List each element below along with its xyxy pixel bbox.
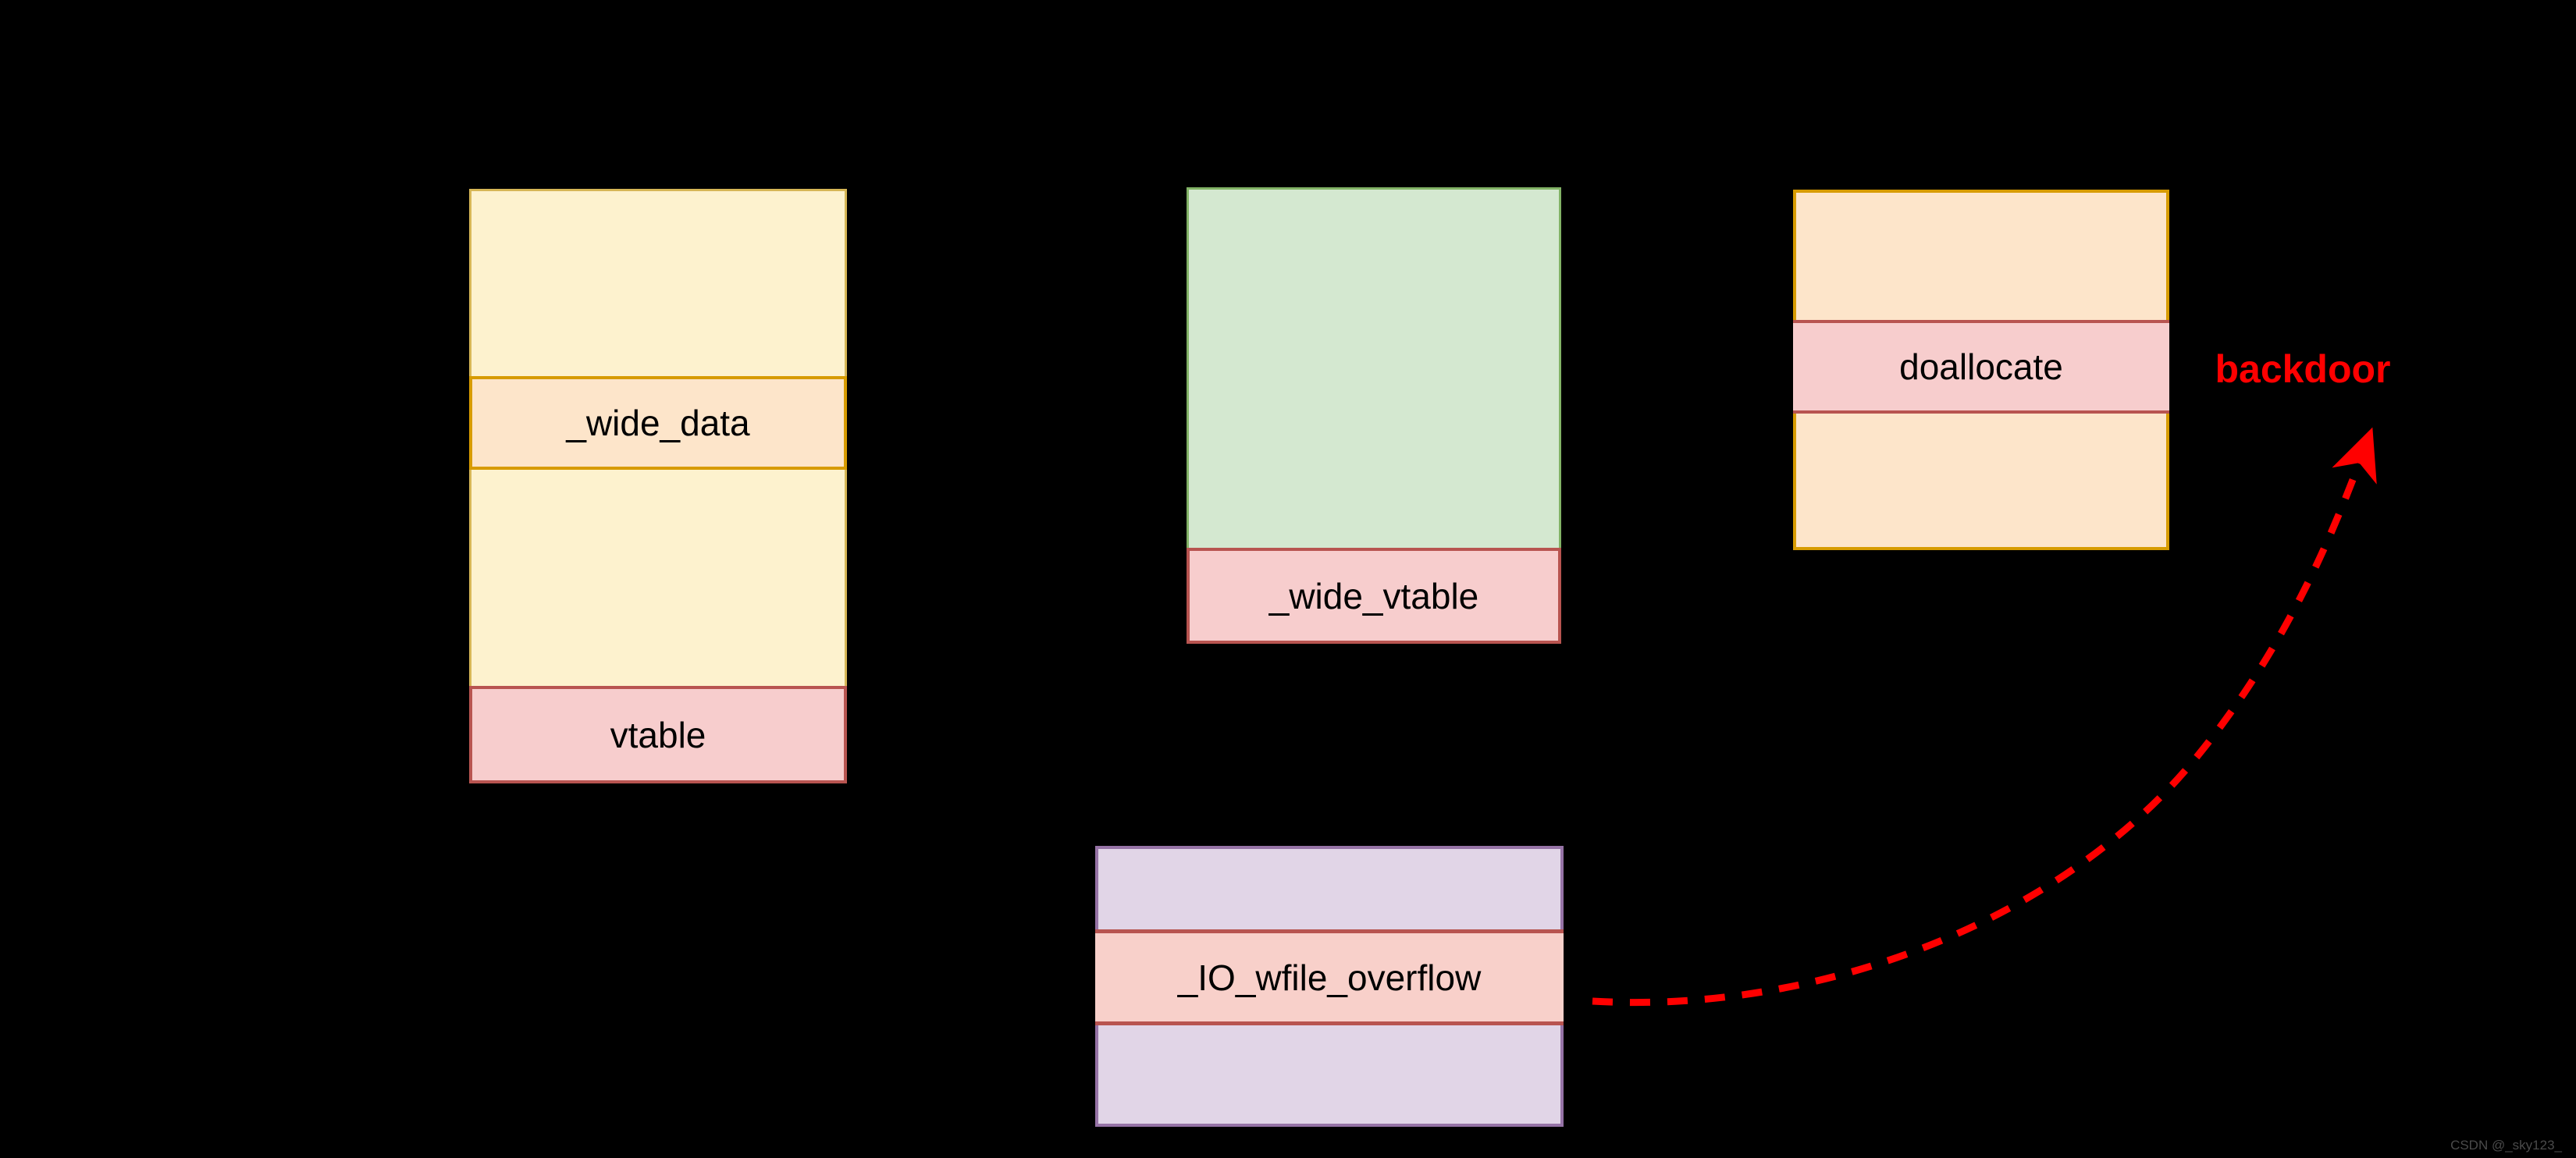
- struct-box-vtable-object: _IO_wfile_overflow: [1095, 846, 1564, 1127]
- struct-box-wide-data: _wide_data vtable: [469, 189, 847, 783]
- segment-empty: [471, 470, 845, 686]
- segment-empty: [1098, 849, 1560, 929]
- backdoor-label: backdoor: [2215, 347, 2391, 391]
- segment-wide-data: _wide_data: [469, 376, 847, 470]
- watermark: CSDN @_sky123_: [2450, 1138, 2562, 1153]
- segment-empty: [1189, 190, 1559, 548]
- segment-empty: [471, 191, 845, 376]
- segment-empty: [1098, 1025, 1560, 1124]
- struct-box-wide-data-object: _wide_vtable: [1187, 187, 1561, 644]
- segment-doallocate: doallocate: [1793, 320, 2169, 414]
- segment-empty: [1796, 414, 2166, 547]
- struct-box-wide-vtable-object: doallocate: [1793, 190, 2169, 550]
- segment-vtable: vtable: [469, 686, 847, 783]
- segment-wide-vtable: _wide_vtable: [1187, 548, 1561, 644]
- segment-empty: [1796, 193, 2166, 320]
- segment-io-wfile-overflow: _IO_wfile_overflow: [1095, 929, 1564, 1025]
